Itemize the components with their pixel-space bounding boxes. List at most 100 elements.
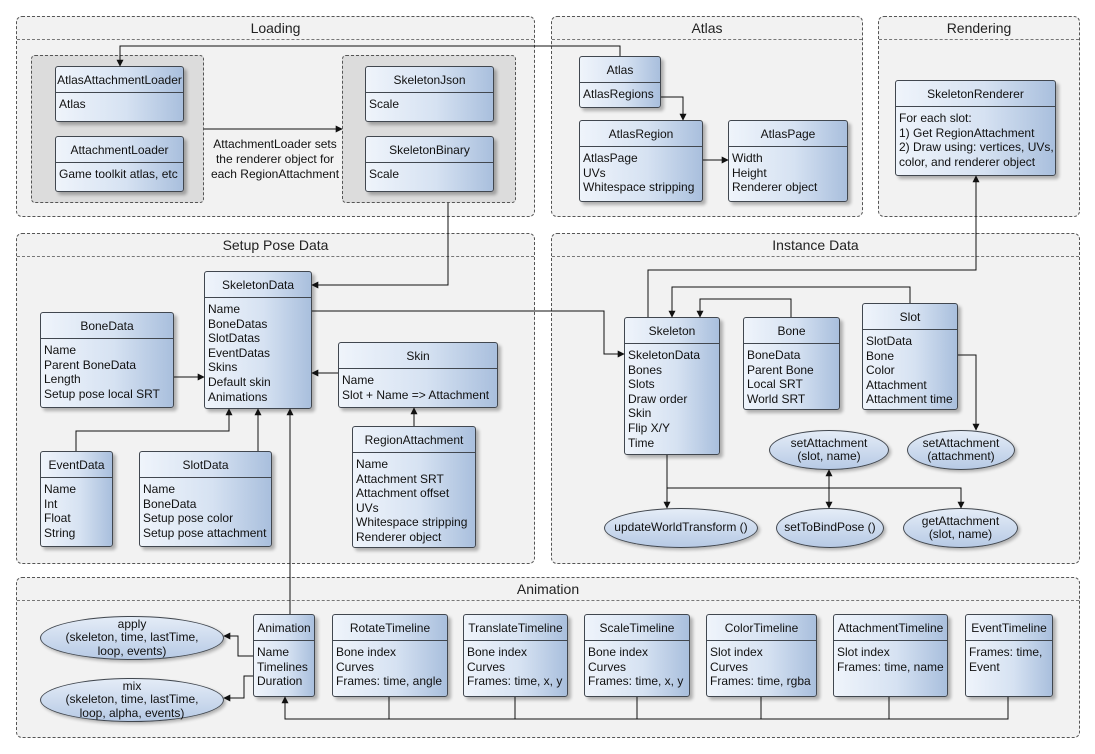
method-set-to-bind-pose[interactable]: setToBindPose () [776,508,884,548]
field: Name [208,302,241,316]
class-fields: For each slot: 1) Get RegionAttachment 2… [896,107,1055,169]
field: AtlasPage [583,151,638,165]
field: Attachment [866,377,927,392]
class-title: SkeletonJson [366,67,493,93]
method-name: updateWorldTransform () [614,520,748,535]
class-fields: Slot index Frames: time, name [834,641,947,674]
class-title: SkeletonRenderer [896,81,1055,107]
method-update-world-transform[interactable]: updateWorldTransform () [604,508,758,548]
field: UVs [356,500,379,515]
class-title: AtlasPage [729,121,847,147]
field: Frames: time, [969,645,1043,659]
field: Time [628,435,655,450]
field: EventDatas [208,345,271,360]
class-title: EventTimeline [966,615,1052,641]
field: Frames: time, angle [336,674,443,689]
class-fields: Name Timelines Duration [254,641,314,689]
method-mix[interactable]: mix(skeleton, time, lastTime,loop, alpha… [40,678,224,722]
class-fields: AtlasPage UVs Whitespace stripping [580,147,702,195]
field: Game toolkit atlas, etc [59,167,178,181]
field: Renderer object [732,180,818,195]
class-fields: Frames: time, Event [966,641,1052,674]
field: SlotDatas [208,331,261,346]
class-scale-timeline[interactable]: ScaleTimeline Bone index Curves Frames: … [584,614,690,697]
class-skeleton-json[interactable]: SkeletonJson Scale [365,66,494,122]
class-skeleton-binary[interactable]: SkeletonBinary Scale [365,136,494,192]
class-attachment-loader[interactable]: AttachmentLoader Game toolkit atlas, etc [55,136,184,192]
field: Whitespace stripping [356,515,468,530]
class-fields: Atlas [56,93,183,112]
field: Attachment time [866,392,953,407]
class-title: BoneData [41,313,173,339]
class-atlas[interactable]: Atlas AtlasRegions [579,56,661,108]
field: Setup pose color [143,511,234,526]
class-fields: Bone index Curves Frames: time, angle [333,641,447,689]
field: Frames: time, x, y [467,674,563,689]
class-skeleton[interactable]: Skeleton SkeletonData Bones Slots Draw o… [624,317,720,455]
class-skin[interactable]: Skin Name Slot + Name => Attachment [338,342,498,408]
method-args: (slot, name) [928,527,993,541]
field: Slot index [837,645,890,659]
class-slot[interactable]: Slot SlotData Bone Color Attachment Atta… [862,303,958,410]
class-atlas-region[interactable]: AtlasRegion AtlasPage UVs Whitespace str… [579,120,703,202]
class-fields: Name BoneDatas SlotDatas EventDatas Skin… [205,298,311,404]
field: Slot index [710,645,763,659]
class-rotate-timeline[interactable]: RotateTimeline Bone index Curves Frames:… [332,614,448,697]
group-title-rendering: Rendering [879,17,1079,40]
method-name: setToBindPose () [784,520,876,535]
field: color, and renderer object [899,154,1036,169]
class-skeleton-data[interactable]: SkeletonData Name BoneDatas SlotDatas Ev… [204,271,312,409]
method-name: apply [117,616,147,631]
field: World SRT [747,391,806,406]
field: Curves [588,659,627,674]
method-apply[interactable]: apply(skeleton, time, lastTime,loop, eve… [40,616,224,660]
class-skeleton-renderer[interactable]: SkeletonRenderer For each slot: 1) Get R… [895,80,1056,176]
class-title: SkeletonData [205,272,311,298]
field: Bone index [467,645,528,659]
group-title-atlas: Atlas [552,17,862,40]
method-name: setAttachment [922,435,1000,450]
group-title-loading: Loading [17,17,534,40]
method-set-attachment-slot-name[interactable]: setAttachment(slot, name) [769,430,889,470]
class-event-timeline[interactable]: EventTimeline Frames: time, Event [965,614,1053,697]
class-region-attachment[interactable]: RegionAttachment Name Attachment SRT Att… [352,426,476,548]
class-color-timeline[interactable]: ColorTimeline Slot index Curves Frames: … [706,614,817,697]
field: Parent Bone [747,362,814,377]
field: Height [732,165,767,180]
field: Name [44,343,77,357]
field: Skin [628,406,652,421]
class-slot-data[interactable]: SlotData Name BoneData Setup pose color … [139,451,272,547]
class-fields: Bone index Curves Frames: time, x, y [464,641,567,689]
class-fields: Scale [366,93,493,112]
field: AtlasRegions [583,87,654,101]
field: Bones [628,362,663,377]
class-attachment-timeline[interactable]: AttachmentTimeline Slot index Frames: ti… [833,614,948,697]
field: Default skin [208,374,271,389]
class-bone-data[interactable]: BoneData Name Parent BoneData Length Set… [40,312,174,408]
class-atlas-attachment-loader[interactable]: AtlasAttachmentLoader Atlas [55,66,184,122]
field: Color [866,363,895,378]
class-title: AttachmentTimeline [834,615,947,641]
field: Parent BoneData [44,357,137,372]
class-bone[interactable]: Bone BoneData Parent Bone Local SRT Worl… [743,317,840,410]
note-line: AttachmentLoader sets [213,137,337,151]
field: Timelines [257,659,308,674]
class-fields: Name Attachment SRT Attachment offset UV… [353,453,475,545]
class-fields: Name Parent BoneData Length Setup pose l… [41,339,173,401]
method-set-attachment[interactable]: setAttachment(attachment) [907,430,1015,470]
class-translate-timeline[interactable]: TranslateTimeline Bone index Curves Fram… [463,614,568,697]
class-atlas-page[interactable]: AtlasPage Width Height Renderer object [728,120,848,202]
class-fields: SlotData Bone Color Attachment Attachmen… [863,330,957,407]
class-title: SkeletonBinary [366,137,493,163]
method-get-attachment[interactable]: getAttachment(slot, name) [903,508,1018,548]
field: Frames: time, x, y [588,674,684,689]
method-name: mix [122,678,142,693]
class-event-data[interactable]: EventData Name Int Float String [40,451,113,547]
class-title: ColorTimeline [707,615,816,641]
class-fields: Bone index Curves Frames: time, x, y [585,641,689,689]
field: Bone index [336,645,397,659]
class-fields: Game toolkit atlas, etc [56,163,183,182]
class-animation[interactable]: Animation Name Timelines Duration [253,614,315,697]
class-title: RegionAttachment [353,427,475,453]
class-title: AtlasAttachmentLoader [56,67,183,93]
